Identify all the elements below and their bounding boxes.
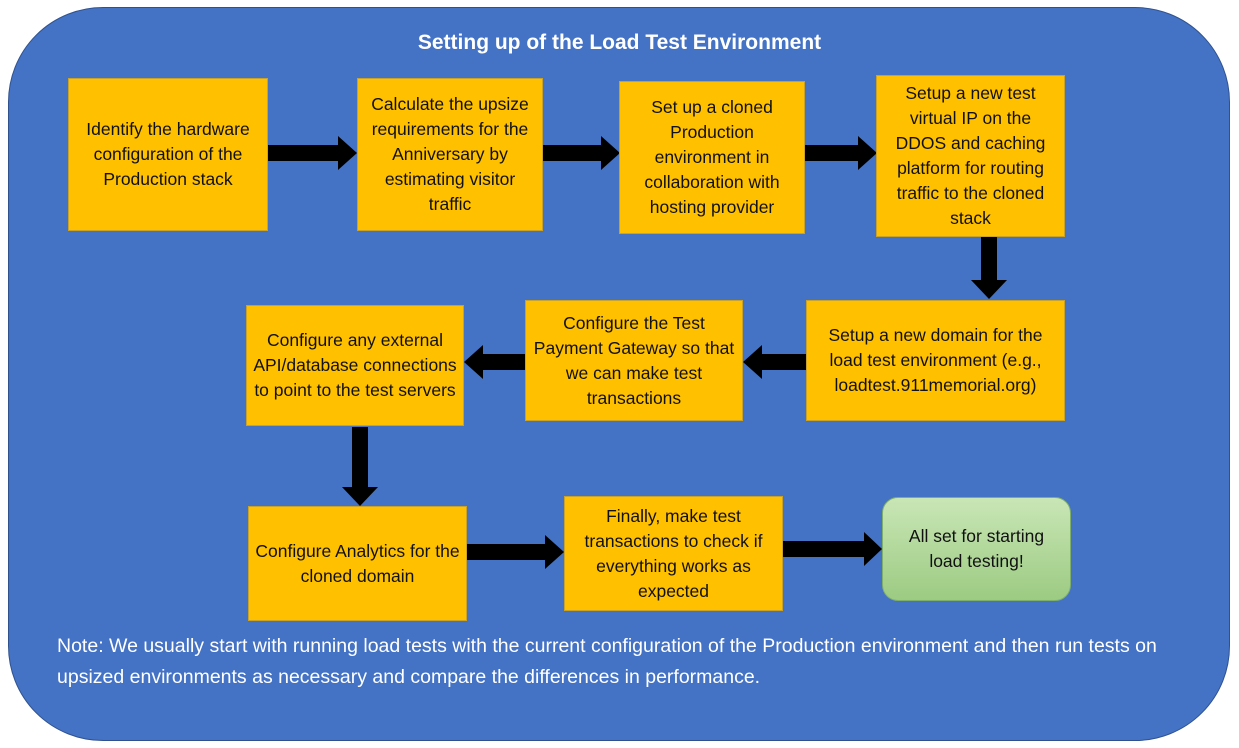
arrow-s2-s3	[543, 136, 620, 170]
arrow-s3-s4	[805, 136, 877, 170]
step-8-box: Configure Analytics for the cloned domai…	[248, 506, 467, 621]
arrow-s5-s6	[743, 345, 806, 379]
step-10-box: All set for starting load testing!	[882, 497, 1071, 601]
step-4-box: Setup a new test virtual IP on the DDOS …	[876, 75, 1065, 237]
step-2-box: Calculate the upsize requirements for th…	[357, 78, 543, 231]
step-6-box: Configure the Test Payment Gateway so th…	[525, 300, 743, 421]
arrow-s7-s8	[342, 427, 378, 506]
step-9-box: Finally, make test transactions to check…	[564, 496, 783, 611]
step-5-box: Setup a new domain for the load test env…	[806, 300, 1065, 421]
arrow-s1-s2	[268, 136, 357, 170]
diagram-title: Setting up of the Load Test Environment	[417, 31, 822, 54]
arrow-s4-s5	[971, 237, 1007, 299]
step-3-box: Set up a cloned Production environment i…	[619, 81, 805, 234]
step-7-box: Configure any external API/database conn…	[246, 305, 464, 426]
arrow-s6-s7	[464, 345, 525, 379]
step-1-box: Identify the hardware configuration of t…	[68, 78, 268, 231]
footer-note: Note: We usually start with running load…	[57, 635, 1157, 688]
arrow-s8-s9	[467, 535, 564, 569]
arrow-s9-s10	[783, 532, 882, 566]
